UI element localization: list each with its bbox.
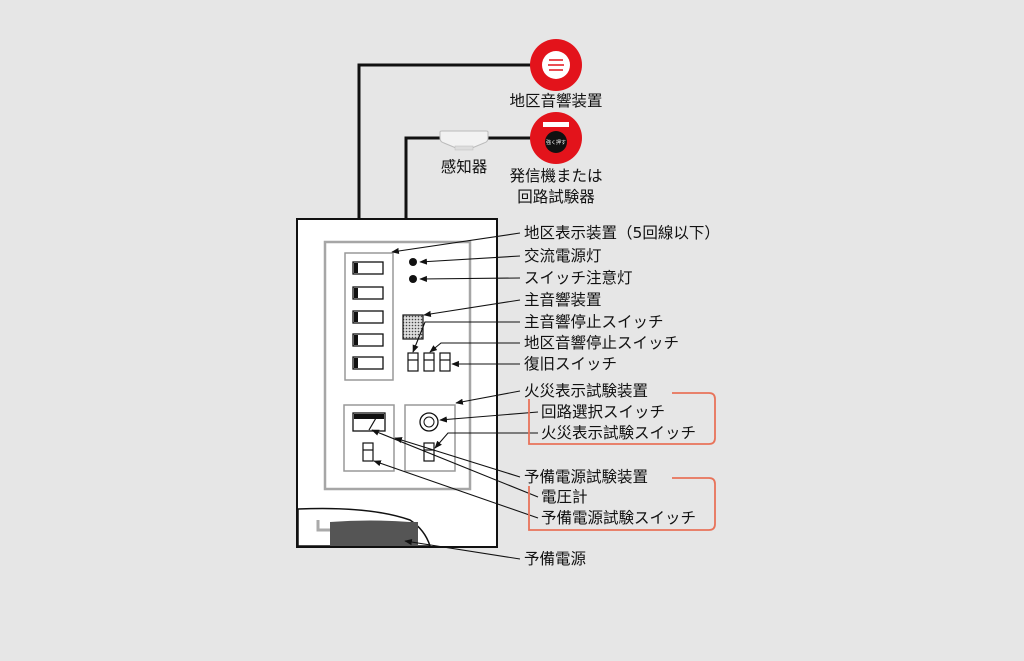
backup-battery-icon [297, 507, 432, 547]
leader-voltmeter [371, 429, 539, 498]
leader-caution-lamp [419, 275, 521, 283]
leader-backup-test-device [394, 437, 521, 478]
ac-power-lamp-icon [409, 258, 417, 266]
district-bell-icon [530, 39, 582, 91]
main-sounder-stop-switch [407, 352, 419, 372]
backup-power-test-switch [362, 442, 374, 462]
label-backup-power-test-device: 予備電源試験装置 [524, 468, 648, 486]
leader-lines [371, 232, 539, 560]
leader-backup-power [404, 539, 521, 560]
transmitter-icon: 強く押す [530, 112, 582, 164]
leader-backup-test-switch [373, 460, 539, 519]
switch-caution-lamp-icon [409, 275, 417, 283]
detector-icon [439, 130, 489, 151]
label-main-sounder-stop: 主音響停止スイッチ [524, 313, 664, 331]
label-district-display: 地区表示装置（5回線以下） [524, 224, 720, 242]
transmitter-label-line2: 回路試験器 [517, 188, 595, 206]
leader-circuit-select [439, 411, 539, 423]
label-backup-power-test-switch: 予備電源試験スイッチ [541, 509, 696, 527]
district-display [344, 252, 394, 381]
district-bell-label: 地区音響装置 [509, 92, 602, 110]
district-window-2 [352, 286, 384, 300]
leader-main-sounder [423, 299, 521, 317]
district-window-4 [352, 333, 384, 347]
district-window-5 [352, 356, 384, 370]
leader-main-sounder-stop [412, 321, 520, 353]
reset-switch [439, 352, 451, 372]
label-main-sounder: 主音響装置 [524, 291, 602, 309]
leader-ac-lamp [419, 255, 521, 265]
district-window-1 [352, 261, 384, 275]
leader-fire-test-switch [434, 432, 538, 449]
bell-wire [357, 63, 532, 219]
label-district-sounder-stop: 地区音響停止スイッチ [524, 334, 679, 352]
transmitter-label-line1: 発信機または [509, 167, 602, 185]
transmitter-inner-text: 強く押す [546, 139, 566, 146]
label-backup-power: 予備電源 [524, 550, 586, 568]
detector-wire [404, 136, 532, 219]
label-ac-power-lamp: 交流電源灯 [524, 247, 602, 265]
district-window-3 [352, 310, 384, 324]
fire-display-test-box [404, 404, 456, 472]
label-switch-caution-lamp: スイッチ注意灯 [524, 268, 633, 287]
label-fire-display-test-switch: 火災表示試験スイッチ [541, 424, 696, 442]
group-brackets [528, 392, 716, 531]
backup-power-test-bracket [528, 477, 716, 531]
wiring [357, 63, 532, 219]
label-reset-switch: 復旧スイッチ [524, 355, 617, 373]
label-circuit-select-switch: 回路選択スイッチ [541, 403, 665, 421]
district-sounder-stop-switch [423, 352, 435, 372]
leader-fire-display-test [455, 390, 521, 405]
fire-display-test-bracket [528, 392, 716, 445]
leader-district-sounder-stop [429, 342, 520, 353]
leader-district-display [391, 232, 521, 255]
backup-power-test-box [343, 404, 395, 472]
label-voltmeter: 電圧計 [541, 488, 588, 506]
label-fire-display-test-device: 火災表示試験装置 [524, 382, 648, 400]
detector-label: 感知器 [441, 158, 488, 176]
